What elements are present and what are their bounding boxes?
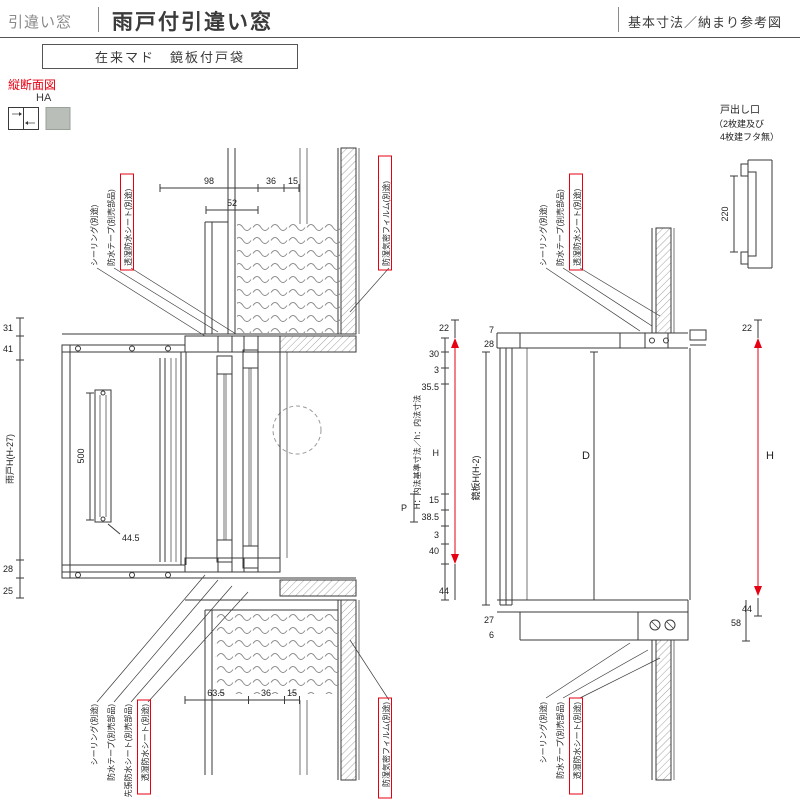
dim-28: 28 <box>3 564 13 574</box>
callout-highlight-box <box>120 173 134 271</box>
dim-38-5: 38.5 <box>421 512 439 522</box>
dim-36-top: 36 <box>266 176 276 186</box>
callout-highlight-box <box>137 699 151 795</box>
header-divider <box>98 7 99 32</box>
callout-tape-bottom: 防水テープ(別売部品) <box>555 702 565 779</box>
callout-film-top: 防湿気密フィルム(別途) <box>381 181 391 266</box>
dim-41: 41 <box>3 344 13 354</box>
dim-44: 44 <box>742 604 752 614</box>
label-h-right: H <box>766 450 774 462</box>
callout-sealing-top: シーリング(別途) <box>538 204 548 266</box>
dim-15-mid: 15 <box>429 495 439 505</box>
dim-15-bottom: 15 <box>287 688 297 698</box>
callout-presheet-bottom: 先張防水シート(別売部品) <box>123 704 133 798</box>
dim-52: 52 <box>227 198 237 208</box>
dim-500: 500 <box>76 448 86 463</box>
left-window-frame <box>61 333 357 601</box>
legend-icons <box>8 107 71 130</box>
left-height-arrow <box>451 338 459 564</box>
dim-40: 40 <box>429 546 439 556</box>
callout-tape-bottom: 防水テープ(別売部品) <box>106 704 116 781</box>
dim-25: 25 <box>3 586 13 596</box>
legend: HA <box>8 92 78 136</box>
right-bottom-wall <box>651 639 675 781</box>
callout-highlight-box <box>569 697 583 795</box>
right-dimensions <box>482 319 762 642</box>
corner-note: 基本寸法／納まり参考図 <box>628 15 783 30</box>
right-section-view: シーリング(別途) 防水テープ(別売部品) 透湿防水シート(別途) <box>470 173 774 795</box>
dim-30: 30 <box>429 349 439 359</box>
window-category-label: 引違い窓 <box>8 14 73 31</box>
dim-36-bottom: 36 <box>261 688 271 698</box>
dim-98: 98 <box>204 176 214 186</box>
callout-highlight-box <box>378 155 392 271</box>
dim-27: 27 <box>484 615 494 625</box>
detail-note-2: 4枚建フタ無） <box>720 131 779 142</box>
right-height-arrow <box>754 338 762 596</box>
tobukuro-symbol-icon <box>45 107 71 130</box>
dim-58: 58 <box>731 618 741 628</box>
dim-22: 22 <box>742 323 752 333</box>
label-kagamiita-height: 鏡板H(H-2) <box>470 456 481 501</box>
dim-3a: 3 <box>434 365 439 375</box>
header-divider-right <box>618 7 619 32</box>
left-top-dimensions <box>159 184 300 214</box>
left-right-dimensions <box>410 319 459 601</box>
callout-sheet-bottom: 透湿防水シート(別途) <box>140 704 150 782</box>
detail-note-1: （2枚建及び <box>714 118 764 129</box>
right-top-wall <box>651 227 675 334</box>
left-bottom-callouts: シーリング(別途) 防水テープ(別売部品) 先張防水シート(別売部品) 透湿防水… <box>89 574 392 799</box>
dim-44: 44 <box>439 586 449 596</box>
subtitle-box: 在来マド 鏡板付戸袋 <box>42 44 298 69</box>
label-d: D <box>582 450 590 462</box>
left-top-wall <box>204 147 360 335</box>
right-frame <box>496 329 707 641</box>
left-section-view: 98 36 15 52 シーリング(別途) 防水テープ(別売部品) 透湿防水シー… <box>3 147 459 799</box>
left-bottom-wall <box>204 599 360 781</box>
callout-tape-top: 防水テープ(別売部品) <box>555 189 565 266</box>
dim-220: 220 <box>720 206 730 221</box>
callout-highlight-box <box>378 697 392 799</box>
left-side-dimensions <box>16 317 121 599</box>
door-outlet-detail: 戸出し口 （2枚建及び 4枚建フタ無） 220 <box>714 103 779 269</box>
label-dimension-note: H：内法基準寸法／h：内法寸法 <box>412 395 422 509</box>
detail-title: 戸出し口 <box>720 103 760 116</box>
left-top-callouts: シーリング(別途) 防水テープ(別売部品) 透湿防水シート(別途) 防湿気密フィ… <box>89 155 392 337</box>
callout-sheet-top: 透湿防水シート(別途) <box>572 188 582 266</box>
callout-sheet-top: 透湿防水シート(別途) <box>123 188 133 266</box>
right-top-callouts: シーリング(別途) 防水テープ(別売部品) 透湿防水シート(別途) <box>538 173 661 332</box>
dim-22: 22 <box>439 323 449 333</box>
callout-sheet-bottom: 透湿防水シート(別途) <box>572 702 582 780</box>
dim-15-top: 15 <box>288 176 298 186</box>
callout-highlight-box <box>569 173 583 271</box>
callout-tape-top: 防水テープ(別売部品) <box>106 189 116 266</box>
section-label: 縦断面図 <box>8 78 57 92</box>
legend-code: HA <box>36 92 52 104</box>
right-bottom-callouts: シーリング(別途) 防水テープ(別売部品) 透湿防水シート(別途) <box>538 642 661 795</box>
left-bottom-dimensions <box>184 696 300 704</box>
label-p: P <box>401 503 407 513</box>
dim-3b: 3 <box>434 530 439 540</box>
page-title: 雨戸付引違い窓 <box>112 11 273 34</box>
label-amado-height: 雨戸H(H-27) <box>5 434 15 484</box>
dim-28: 28 <box>484 339 494 349</box>
dim-6: 6 <box>489 630 494 640</box>
callout-sealing-bottom: シーリング(別途) <box>538 702 548 764</box>
page-header: 引違い窓 雨戸付引違い窓 基本寸法／納まり参考図 <box>0 0 800 38</box>
dim-31: 31 <box>3 323 13 333</box>
callout-film-bottom: 防湿気密フィルム(別途) <box>381 702 391 787</box>
callout-sealing-top: シーリング(別途) <box>89 204 99 266</box>
callout-sealing-bottom: シーリング(別途) <box>89 704 99 766</box>
label-h-left: H <box>433 448 440 458</box>
dim-44-5: 44.5 <box>122 533 140 543</box>
dim-7: 7 <box>489 325 494 335</box>
dim-63-5: 63.5 <box>207 688 225 698</box>
dim-35-5: 35.5 <box>421 382 439 392</box>
